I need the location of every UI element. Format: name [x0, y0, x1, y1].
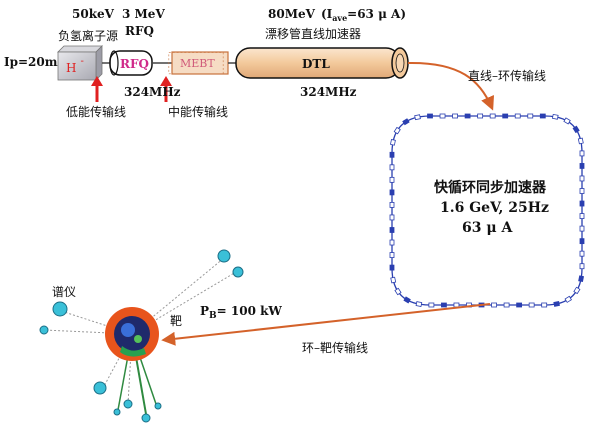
ring-magnet	[579, 238, 585, 245]
ring-magnet	[551, 113, 559, 120]
ring-magnet	[389, 202, 395, 208]
ring-magnet	[579, 175, 585, 182]
ring-magnet	[389, 151, 395, 158]
ring-magnet	[579, 213, 585, 219]
ring-current: 63 μ A	[462, 220, 513, 236]
ring-magnet	[389, 189, 395, 196]
ring-magnet	[541, 302, 548, 308]
rf-frequency-label-2: 324MHz	[300, 85, 357, 99]
ring-magnet	[528, 302, 535, 308]
ring-magnet	[414, 114, 421, 121]
ring-magnet	[564, 295, 572, 303]
dtl-energy-label: 80MeV(Iave=63 μ A)	[268, 7, 406, 23]
ring-magnet	[489, 113, 496, 119]
ion-current-label: Ip=20mA	[4, 55, 67, 69]
dtl-tank: DTL	[235, 47, 409, 79]
rfq-energy-label: 3 MeV	[122, 7, 165, 21]
ring-magnet	[514, 113, 521, 119]
ring-magnet	[579, 163, 585, 169]
ring-magnet	[477, 113, 484, 119]
ring-magnet	[453, 302, 460, 308]
linac-to-ring-label: 直线–环传输线	[468, 68, 546, 83]
ring-energy-rate: 1.6 GeV, 25Hz	[440, 200, 549, 216]
rcs-ring	[389, 113, 585, 308]
ion-source-energy-label: 50keV	[72, 7, 115, 21]
ring-magnet	[390, 138, 396, 146]
ring-to-target-beamline	[161, 303, 491, 346]
ring-magnet	[389, 227, 395, 233]
ion-source-box: H-	[57, 45, 103, 81]
rfq-top-label: RFQ	[125, 24, 154, 38]
ring-magnet	[389, 252, 395, 258]
ring-magnet	[393, 126, 401, 135]
mebt-red-arrow	[160, 76, 172, 102]
ring-magnet	[579, 200, 585, 207]
ring-magnet	[579, 225, 585, 232]
ring-magnet	[579, 263, 585, 270]
h-minus-symbol: H-	[66, 56, 84, 75]
ring-magnet	[503, 302, 510, 308]
ring-magnets	[389, 113, 585, 308]
ring-magnet	[579, 250, 585, 257]
ring-magnet	[389, 264, 395, 271]
ring-magnet	[578, 275, 585, 282]
ring-magnet	[415, 301, 423, 307]
ring-magnet	[563, 117, 571, 125]
ring-magnet	[553, 300, 560, 307]
ring-title: 快循环同步加速器	[434, 179, 547, 196]
mebt-name: 中能传输线	[168, 104, 228, 119]
ring-magnet	[516, 302, 523, 308]
ring-magnet	[439, 113, 446, 119]
dtl-chinese-name: 漂移管直线加速器	[265, 26, 361, 41]
rf-frequency-label-1: 324MHz	[124, 85, 181, 99]
ring-magnet	[441, 302, 447, 308]
rfq-label: RFQ	[120, 57, 149, 71]
rfq-cavity: RFQ	[109, 50, 153, 76]
target-station	[105, 307, 159, 361]
lebt-name: 低能传输线	[66, 104, 126, 119]
linac-to-ring-beamline	[407, 61, 495, 111]
ring-magnet	[452, 113, 458, 119]
ring-magnet	[579, 188, 585, 194]
ring-magnet	[389, 239, 395, 246]
mebt-label: MEBT	[180, 57, 215, 70]
ring-magnet	[427, 113, 433, 119]
ring-magnet	[402, 118, 410, 126]
ring-magnet	[389, 176, 395, 183]
spectrometer-instruments	[39, 249, 244, 423]
ring-magnet	[491, 302, 497, 308]
spectrometer-label: 谱仪	[52, 285, 76, 299]
dtl-label: DTL	[302, 57, 330, 71]
ring-magnet	[577, 137, 584, 145]
ring-magnet	[527, 113, 534, 119]
target-label: 靶	[170, 314, 182, 328]
ring-magnet	[539, 113, 546, 119]
mebt-section: MEBT	[168, 51, 229, 75]
ring-magnet	[394, 287, 402, 296]
lebt-red-arrow	[91, 76, 103, 102]
ring-magnet	[464, 113, 471, 119]
beam-power-label: PB= 100 kW	[200, 304, 282, 321]
ion-source-name: 负氢离子源	[58, 28, 118, 43]
ring-magnet	[572, 125, 580, 134]
ring-magnet	[390, 276, 397, 284]
ring-magnet	[403, 296, 411, 304]
ring-magnet	[428, 302, 435, 308]
ring-magnet	[579, 150, 585, 157]
ring-magnet	[573, 286, 581, 295]
ring-magnet	[502, 113, 509, 119]
ring-magnet	[389, 164, 395, 171]
ring-magnet	[389, 214, 395, 221]
ring-to-target-label: 环–靶传输线	[302, 340, 368, 355]
